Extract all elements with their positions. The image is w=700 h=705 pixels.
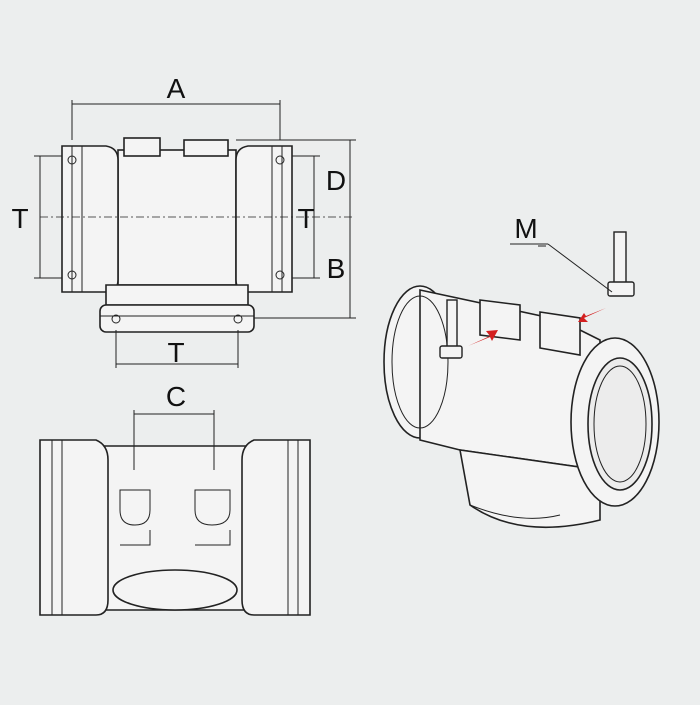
- left-collar: [61, 145, 119, 293]
- isometric-view: [383, 285, 660, 529]
- bolt-hole: [111, 314, 121, 324]
- iso-branch: [459, 449, 601, 529]
- label-d: D: [326, 165, 346, 196]
- bolt-m: [607, 231, 635, 297]
- dimension-lines: [34, 100, 356, 368]
- label-t-middle: T: [297, 203, 314, 234]
- right-collar: [235, 145, 293, 293]
- label-m: M: [514, 213, 537, 244]
- bolt-hole: [67, 155, 77, 165]
- bolt-hole: [67, 270, 77, 280]
- iso-clip: [479, 299, 521, 341]
- bolt-hole: [275, 270, 285, 280]
- bolt-hole: [275, 155, 285, 165]
- top-clip-left: [123, 137, 161, 157]
- leader-line-m: [547, 243, 613, 293]
- label-c: C: [166, 381, 186, 412]
- dimension-c: [133, 410, 215, 470]
- branch-neck: [105, 284, 249, 306]
- top-right-collar: [241, 439, 311, 616]
- branch-ellipse: [112, 569, 238, 611]
- front-view: [61, 137, 293, 333]
- label-t-bottom: T: [167, 337, 184, 368]
- insert-arrows: [468, 308, 606, 346]
- top-left-collar: [39, 439, 109, 616]
- right-socket-bore: [587, 357, 653, 491]
- top-view: [39, 439, 311, 616]
- tee-body: [117, 149, 237, 286]
- top-clip-right: [183, 139, 229, 157]
- iso-clip: [539, 311, 581, 356]
- bolt: [439, 299, 463, 359]
- label-b: B: [327, 253, 346, 284]
- bottom-collar: [99, 304, 255, 333]
- label-t-left: T: [11, 203, 28, 234]
- label-a: A: [167, 73, 186, 104]
- bolt-hole: [233, 314, 243, 324]
